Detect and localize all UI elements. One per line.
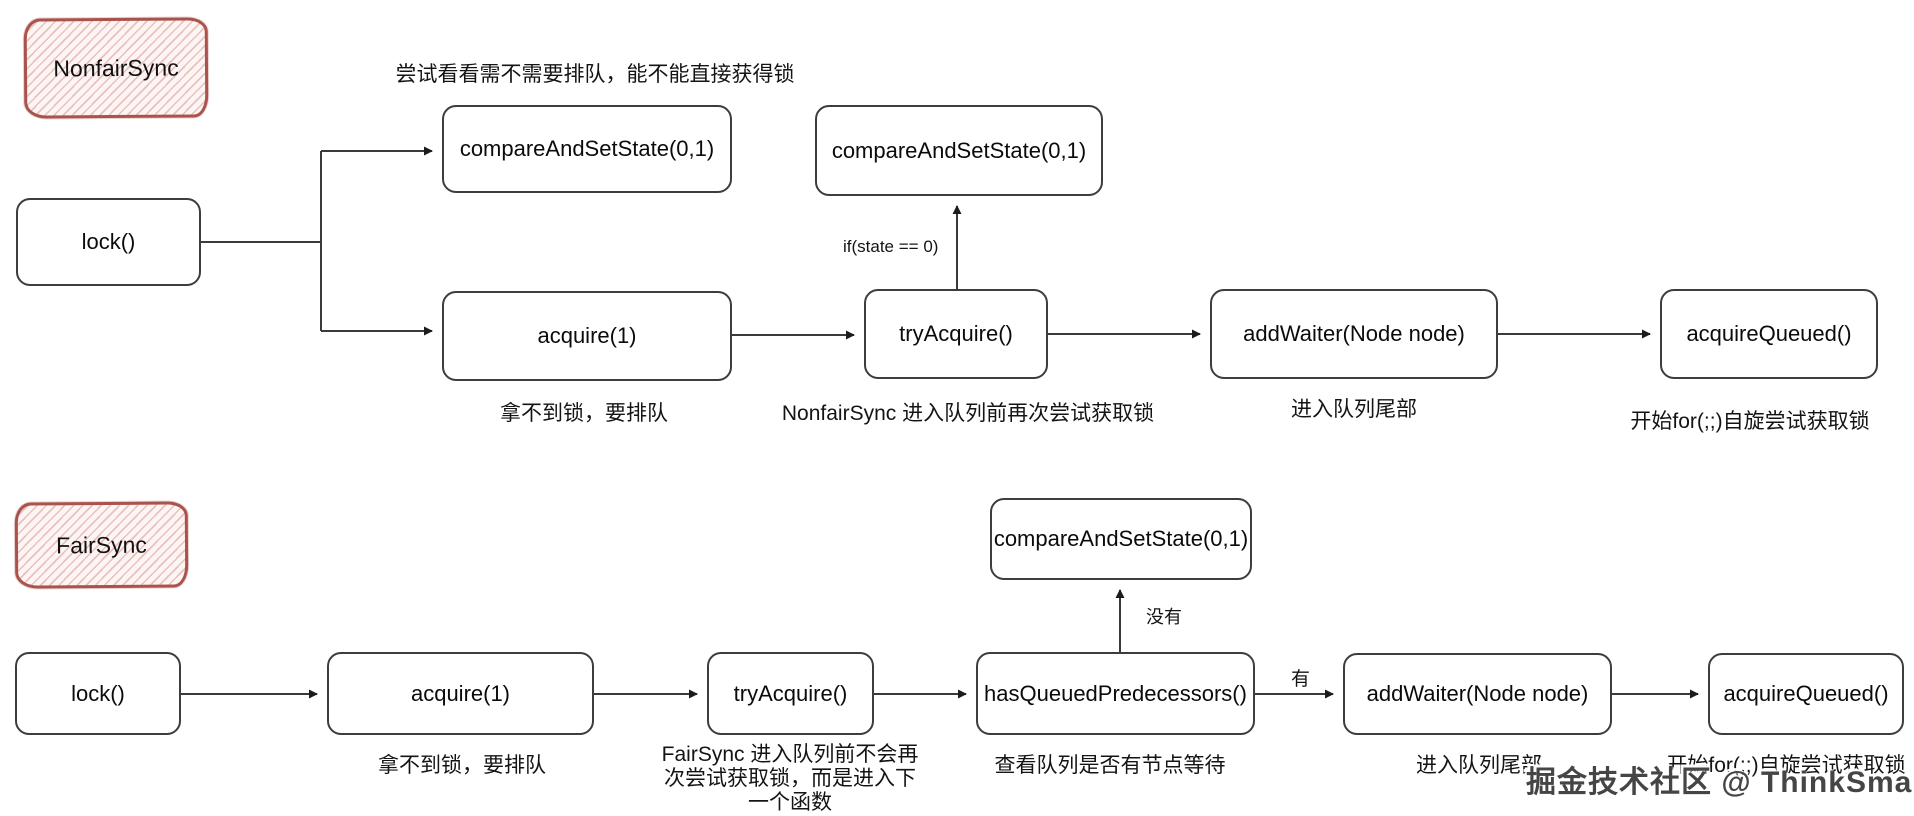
- edge-label-yes: 有: [1291, 669, 1311, 690]
- caption-nonfair-addwaiter: 进入队列尾部: [1291, 398, 1417, 421]
- node-nonfair-tryacquire: tryAcquire(): [864, 289, 1048, 379]
- node-nonfair-cas-retry-label: compareAndSetState(0,1): [831, 137, 1087, 163]
- node-nonfair-acquire-label: acquire(1): [537, 323, 637, 348]
- caption-fair-hasqueuedpredecessors: 查看队列是否有节点等待: [994, 754, 1226, 777]
- fairsync-tag: FairSync: [14, 501, 189, 589]
- node-fair-addwaiter-label: addWaiter(Node node): [1366, 681, 1589, 706]
- node-fair-acquire-label: acquire(1): [410, 680, 511, 706]
- caption-nonfair-acquirequeued: 开始for(;;)自旋尝试获取锁: [1630, 410, 1870, 433]
- nonfairsync-tag: NonfairSync: [23, 17, 209, 119]
- node-fair-acquirequeued-label: acquireQueued(): [1723, 681, 1889, 706]
- node-fair-acquirequeued: acquireQueued(): [1708, 653, 1904, 735]
- node-fair-tryacquire: tryAcquire(): [707, 652, 874, 735]
- node-fair-hasqueuedpredecessors: hasQueuedPredecessors(): [976, 652, 1255, 735]
- node-fair-cas: compareAndSetState(0,1): [990, 498, 1252, 580]
- node-nonfair-acquirequeued: acquireQueued(): [1660, 289, 1878, 379]
- node-nonfair-acquire: acquire(1): [442, 291, 732, 381]
- node-nonfair-tryacquire-label: tryAcquire(): [899, 321, 1013, 346]
- node-nonfair-lock: lock(): [16, 198, 201, 286]
- edge-label-if-state: if(state == 0): [843, 237, 939, 256]
- node-nonfair-cas-direct: compareAndSetState(0,1): [442, 105, 732, 193]
- node-nonfair-cas-retry: compareAndSetState(0,1): [815, 105, 1103, 196]
- caption-fair-tryacquire: FairSync 进入队列前不会再次尝试获取锁，而是进入下一个函数: [661, 743, 919, 814]
- node-fair-cas-label: compareAndSetState(0,1): [993, 526, 1249, 551]
- nonfair-annotation: 尝试看看需不需要排队，能不能直接获得锁: [395, 63, 795, 86]
- caption-nonfair-acquire: 拿不到锁，要排队: [500, 402, 668, 425]
- node-fair-addwaiter: addWaiter(Node node): [1343, 653, 1612, 735]
- caption-fair-acquire: 拿不到锁，要排队: [378, 754, 546, 777]
- caption-nonfair-tryacquire: NonfairSync 进入队列前再次尝试获取锁: [781, 402, 1155, 425]
- node-nonfair-addwaiter: addWaiter(Node node): [1210, 289, 1498, 379]
- node-fair-hasqueuedpredecessors-label: hasQueuedPredecessors(): [984, 680, 1247, 706]
- caption-fair-acquirequeued: 开始for(;;)自旋尝试获取锁: [1666, 754, 1906, 777]
- node-fair-lock: lock(): [15, 652, 181, 735]
- edge-lock-branch: [201, 151, 322, 331]
- node-fair-acquire: acquire(1): [327, 652, 594, 735]
- edge-label-no: 没有: [1146, 607, 1182, 627]
- nonfairsync-tag-label: NonfairSync: [53, 54, 179, 81]
- caption-fair-addwaiter: 进入队列尾部: [1416, 754, 1542, 777]
- node-nonfair-cas-direct-label: compareAndSetState(0,1): [459, 136, 715, 161]
- fairsync-tag-label: FairSync: [56, 531, 147, 558]
- node-nonfair-addwaiter-label: addWaiter(Node node): [1243, 321, 1465, 346]
- node-nonfair-acquirequeued-label: acquireQueued(): [1686, 321, 1852, 346]
- node-nonfair-lock-label: lock(): [81, 229, 136, 254]
- node-fair-lock-label: lock(): [71, 680, 125, 706]
- juejin-watermark: 掘金技术社区 @ ThinkSmart: [1526, 766, 1914, 799]
- node-fair-tryacquire-label: tryAcquire(): [733, 680, 848, 706]
